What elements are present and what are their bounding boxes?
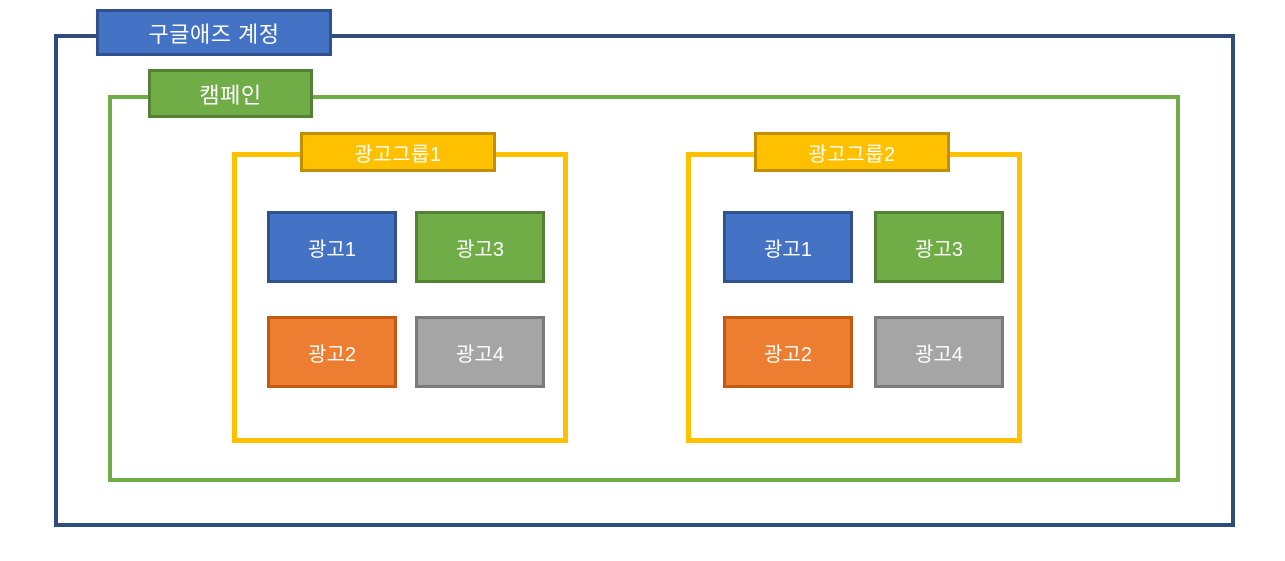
account-frame (54, 34, 1235, 527)
ad-group-2-label: 광고그룹2 (754, 132, 950, 172)
ad-group-1-label: 광고그룹1 (300, 132, 496, 172)
ad-group-1-frame (232, 152, 568, 443)
ad-group-2-ad-4: 광고4 (874, 316, 1004, 388)
ad-group-1-ad-4: 광고4 (415, 316, 545, 388)
ad-group-1-ad-2: 광고2 (267, 316, 397, 388)
ad-group-2-ad-2: 광고2 (723, 316, 853, 388)
account-label: 구글애즈 계정 (96, 9, 332, 56)
ad-group-2-ad-3: 광고3 (874, 211, 1004, 283)
ad-group-1-ad-1: 광고1 (267, 211, 397, 283)
campaign-label: 캠페인 (148, 69, 313, 118)
ad-group-1-ad-3: 광고3 (415, 211, 545, 283)
campaign-frame (108, 95, 1180, 482)
ad-group-2-ad-1: 광고1 (723, 211, 853, 283)
ad-group-2-frame (686, 152, 1022, 443)
